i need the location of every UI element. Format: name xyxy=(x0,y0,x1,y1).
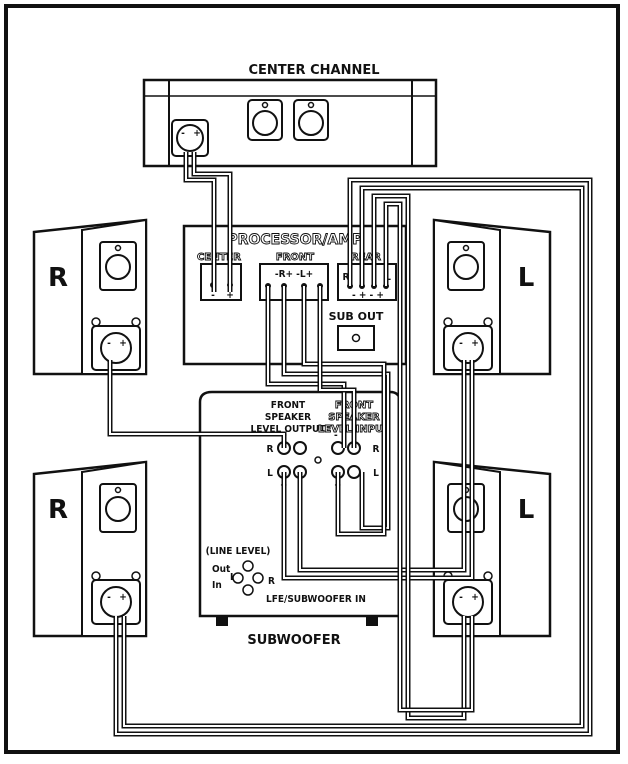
ground-icon xyxy=(314,456,322,464)
rear-r-label: R xyxy=(343,272,350,283)
front-label: FRONT xyxy=(276,252,314,263)
center-channel-title: CENTER CHANNEL xyxy=(249,63,380,78)
terminal-minus: - xyxy=(181,128,185,139)
terminal-minus: - xyxy=(459,592,463,603)
terminal-plus: + xyxy=(119,592,127,603)
processor-amp: PROCESSOR/AMP CENTER - + FRONT -R+ -L+ R… xyxy=(182,224,408,366)
in-label: In xyxy=(212,580,222,591)
rca-jack-icon xyxy=(242,560,254,572)
output-label-line3: LEVEL OUTPUT xyxy=(251,424,327,435)
rear-left-speaker: L - + xyxy=(432,460,552,638)
terminal-minus: - xyxy=(107,338,111,349)
subwoofer-foot xyxy=(216,616,228,626)
subwoofer-foot xyxy=(366,616,378,626)
speaker-letter: L xyxy=(518,495,535,525)
line-level-label: (LINE LEVEL) xyxy=(206,546,271,557)
center-channel-speaker: CENTER CHANNEL - + xyxy=(142,63,438,168)
row-r-label: R xyxy=(267,444,274,455)
speaker-wiring-diagram: CENTER CHANNEL - + PROCESSOR/AMP CENTER … xyxy=(4,4,620,754)
terminal-plus: + xyxy=(193,128,201,139)
terminal-minus: - xyxy=(211,290,215,301)
terminal-plus: + xyxy=(471,338,479,349)
speaker-terminal xyxy=(452,586,484,618)
speaker-letter: R xyxy=(48,495,68,525)
speaker-wires xyxy=(107,152,593,737)
diagram-frame: CENTER CHANNEL - + PROCESSOR/AMP CENTER … xyxy=(4,4,620,754)
output-label-line1: FRONT xyxy=(271,400,306,411)
subwoofer-title: SUBWOOFER xyxy=(247,633,340,648)
terminal-plus: + xyxy=(119,338,127,349)
front-right-speaker: R - + xyxy=(32,218,148,376)
terminal-plus: + xyxy=(226,290,234,301)
lfe-label: LFE/SUBWOOFER IN xyxy=(266,594,366,605)
rca-jack-icon xyxy=(252,572,264,584)
front-terminals-label: -R+ -L+ xyxy=(275,269,313,280)
terminal-minus: - xyxy=(459,338,463,349)
front-left-speaker: L - + xyxy=(432,218,552,376)
r-label: R xyxy=(268,576,275,587)
out-label: Out xyxy=(212,564,231,575)
row-r-label: R xyxy=(373,444,380,455)
minus-sign: - xyxy=(334,430,338,441)
rear-signs: - + - + xyxy=(352,290,384,301)
processor-title: PROCESSOR/AMP xyxy=(227,232,362,248)
speaker-terminal xyxy=(452,332,484,364)
center-label: CENTER xyxy=(197,252,241,263)
rca-jack-icon xyxy=(242,584,254,596)
speaker-letter: L xyxy=(518,263,535,293)
sub-out-label: SUB OUT xyxy=(329,310,384,323)
row-l-label: L xyxy=(373,468,379,479)
speaker-letter: R xyxy=(48,263,68,293)
terminal-plus: + xyxy=(471,592,479,603)
rca-jack-icon xyxy=(232,572,244,584)
row-l-label: L xyxy=(267,468,273,479)
terminal-minus: - xyxy=(107,592,111,603)
speaker-terminal xyxy=(100,332,132,364)
output-label-line2: SPEAKER xyxy=(265,412,311,423)
rear-right-speaker: R - + xyxy=(32,460,148,638)
rear-label: REAR xyxy=(351,252,381,263)
